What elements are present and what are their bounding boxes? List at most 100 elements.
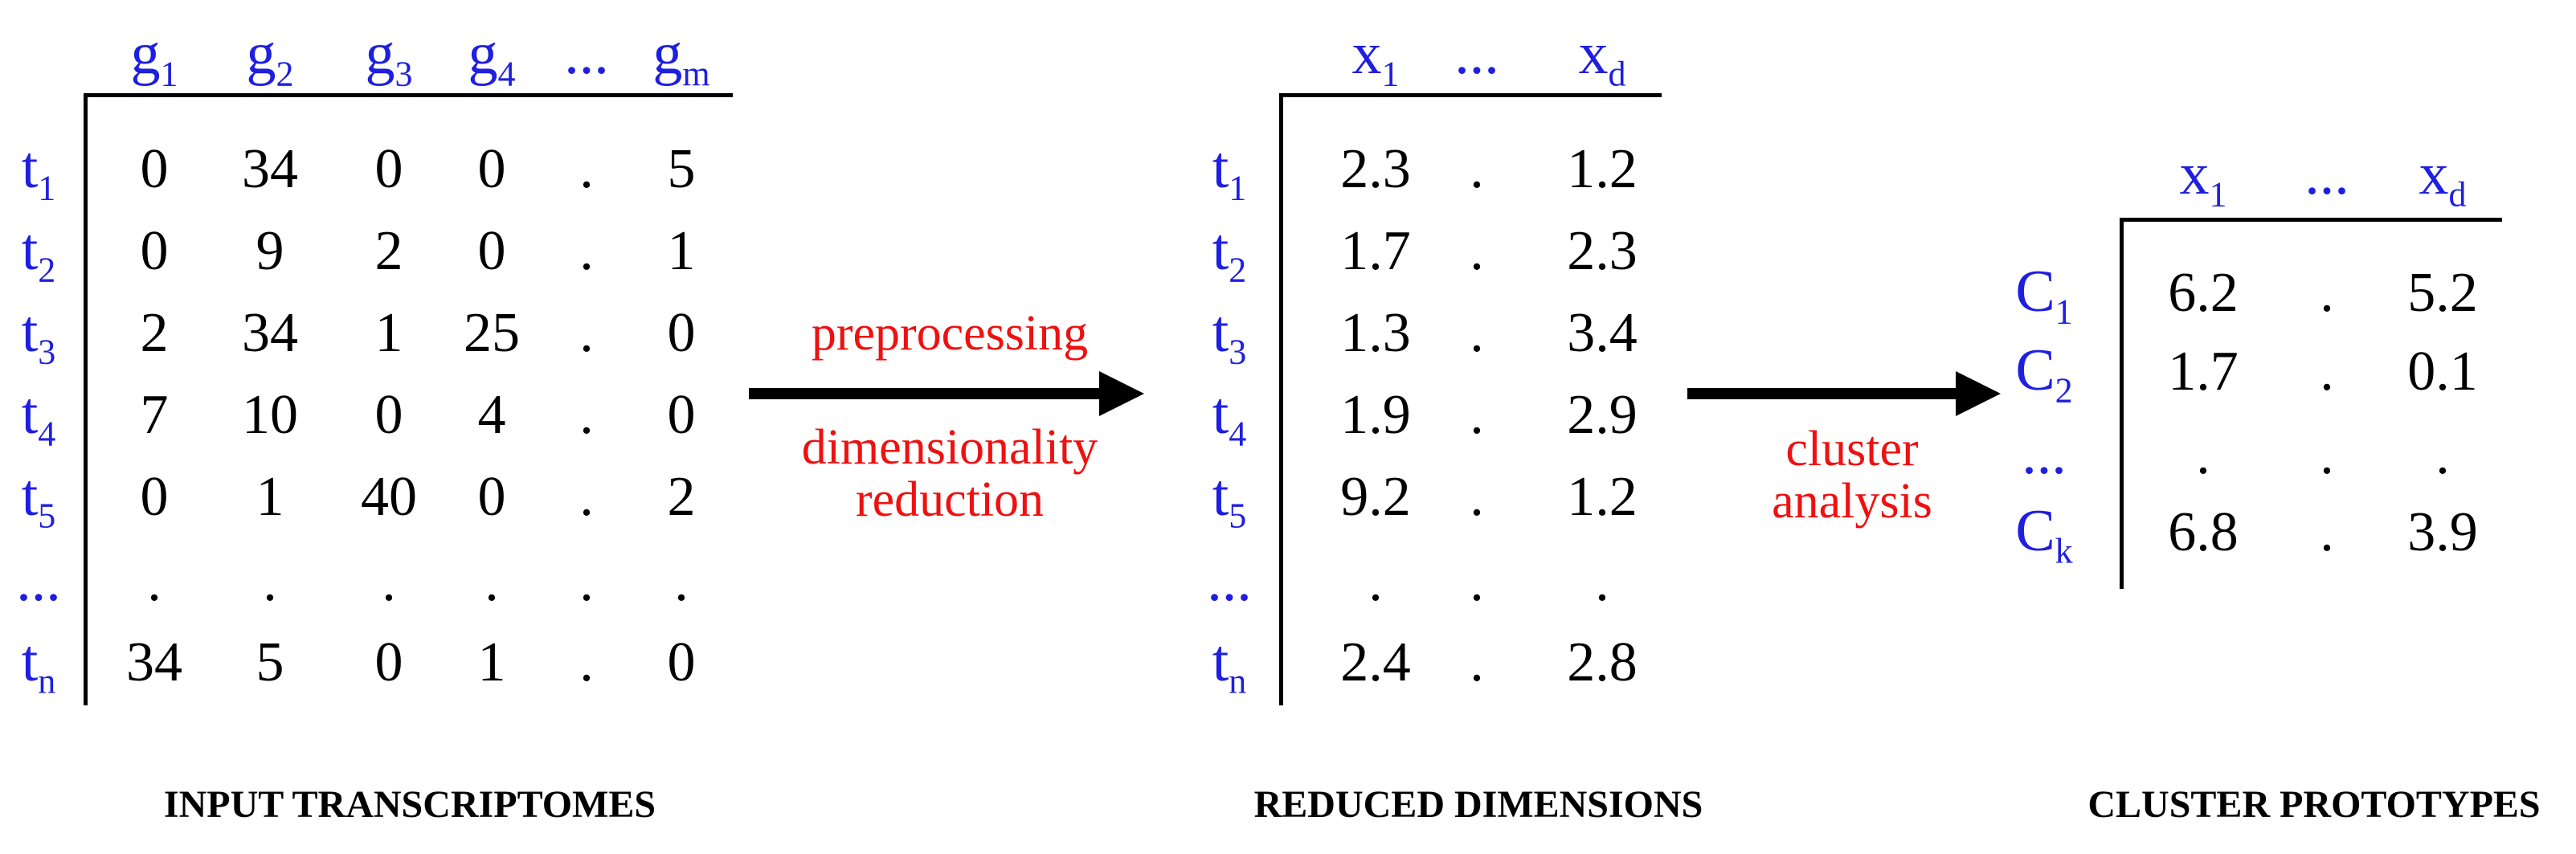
matrix_reduced-row-label-0-base: t: [1212, 135, 1229, 201]
matrix_reduced-row-label-1-base: t: [1212, 217, 1229, 283]
reduced-matrix-vertical-rule: [1279, 95, 1283, 705]
input-matrix-vertical-rule: [84, 95, 88, 705]
matrix_input-cell: 0: [667, 302, 696, 364]
matrix_clusters-row-label-0-sub: 1: [2055, 292, 2073, 332]
matrix_input-cell: 0: [140, 138, 169, 200]
matrix_input-col-header-2-base: g: [365, 21, 395, 87]
matrix_input-cell: .: [579, 302, 594, 364]
matrix_input-col-header-0-base: g: [130, 21, 161, 87]
matrix_input-col-header-1-sub: 2: [276, 54, 294, 94]
matrix_input-cell: .: [147, 551, 162, 613]
matrix_reduced-row-label-4-base: t: [1212, 463, 1229, 529]
matrix_input-row-label-0: t1: [22, 138, 56, 206]
matrix_input-col-header-3: g4: [468, 21, 516, 92]
matrix_input-cell: 9: [256, 220, 284, 282]
matrix_clusters-cell: 5.2: [2407, 262, 2478, 324]
matrix_input-col-header-4: ...: [564, 24, 609, 84]
matrix_input-row-label-4-base: t: [21, 463, 39, 529]
matrix_input-row-label-3-sub: 4: [38, 414, 56, 454]
matrix_reduced-row-label-0: t1: [1212, 135, 1247, 206]
reduced-matrix-horizontal-rule: [1279, 93, 1662, 97]
dimensionality-reduction-label: dimensionality reduction: [802, 421, 1098, 528]
matrix_reduced-col-header-2-sub: d: [1608, 54, 1626, 94]
matrix_clusters-row-label-3-sub: k: [2055, 531, 2073, 571]
matrix_reduced-cell: .: [1368, 551, 1383, 613]
matrix_clusters-col-header-2-sub: d: [2448, 174, 2467, 215]
matrix_reduced-cell: .: [1470, 302, 1484, 364]
matrix_reduced-cell: 2.8: [1567, 631, 1638, 693]
matrix_input-col-header-0-sub: 1: [160, 54, 178, 94]
cluster-label: cluster: [1785, 422, 1919, 476]
matrix_clusters-cell: 3.9: [2407, 501, 2478, 563]
matrix_input-row-label-1: t2: [22, 220, 56, 288]
matrix_reduced-row-label-3-sub: 4: [1229, 414, 1247, 454]
matrix_input-cell: .: [382, 551, 396, 613]
input-matrix-horizontal-rule: [84, 93, 733, 97]
matrix_input-cell: 1: [667, 220, 696, 282]
matrix_reduced-row-label-4-sub: 5: [1229, 496, 1247, 536]
matrix_reduced-row-label-1: t2: [1212, 217, 1247, 288]
cluster-prototypes-caption: CLUSTER PROTOTYPES: [2087, 783, 2541, 826]
matrix_clusters-row-label-1: C2: [2015, 341, 2072, 408]
cluster-matrix-horizontal-rule: [2120, 218, 2502, 222]
matrix_input-cell: 7: [140, 384, 169, 446]
matrix_input-col-header-5: gm: [652, 21, 709, 92]
matrix_clusters-row-label-2-base: ...: [2022, 421, 2067, 487]
matrix_input-cell: 0: [374, 631, 403, 693]
matrix_clusters-col-header-2-base: x: [2419, 141, 2449, 207]
matrix_input-row-label-2: t3: [21, 299, 56, 370]
cluster-matrix-vertical-rule: [2120, 219, 2124, 589]
matrix_reduced-cell: 3.4: [1567, 302, 1638, 364]
matrix_input-col-header-3-sub: 4: [497, 54, 516, 94]
matrix_reduced-cell: 1.9: [1340, 384, 1411, 446]
matrix_input-cell: 0: [477, 466, 506, 528]
matrix_input-cell: .: [579, 466, 594, 528]
cluster-analysis-arrow: [1687, 371, 2001, 416]
matrix_reduced-cell: 1.3: [1340, 302, 1411, 364]
matrix_input-row-label-0-sub: 1: [38, 168, 56, 208]
matrix_clusters-cell: .: [2435, 424, 2450, 486]
matrix_reduced-col-header-1: ...: [1454, 24, 1499, 84]
matrix_reduced-cell: 1.2: [1567, 138, 1638, 200]
matrix_reduced-cell: .: [1470, 631, 1484, 693]
matrix_input-row-label-2-base: t: [21, 299, 39, 365]
matrix_input-col-header-3-base: g: [468, 21, 498, 87]
matrix_input-cell: .: [485, 551, 499, 613]
matrix_input-cell: .: [674, 551, 689, 613]
matrix_reduced-row-label-6: tn: [1212, 631, 1247, 699]
matrix_clusters-row-label-3-base: C: [2015, 498, 2055, 564]
matrix_input-cell: 0: [477, 138, 506, 200]
matrix_clusters-col-header-0: x1: [2180, 145, 2227, 212]
matrix_input-cell: 2: [140, 302, 169, 364]
matrix_clusters-row-label-1-sub: 2: [2055, 370, 2073, 411]
matrix_reduced-cell: 1.2: [1567, 466, 1638, 528]
matrix_input-cell: 5: [256, 631, 284, 693]
matrix_input-cell: 10: [242, 384, 298, 446]
matrix_input-row-label-3: t4: [22, 384, 56, 452]
matrix_reduced-cell: 9.2: [1340, 466, 1411, 528]
matrix_reduced-cell: .: [1470, 551, 1484, 613]
matrix_reduced-row-label-6-sub: n: [1229, 661, 1247, 701]
matrix_input-cell: 0: [477, 220, 506, 282]
reduction-label: reduction: [855, 472, 1045, 528]
matrix_input-row-label-4: t5: [22, 466, 56, 533]
matrix_input-row-label-5-base: ...: [16, 548, 61, 614]
matrix_reduced-cell: .: [1470, 220, 1484, 282]
matrix_reduced-col-header-0-base: x: [1351, 21, 1382, 87]
matrix_clusters-col-header-2: xd: [2419, 145, 2467, 212]
input-transcriptomes-caption: INPUT TRANSCRIPTOMES: [163, 783, 656, 826]
matrix_input-cell: 0: [140, 466, 169, 528]
matrix_input-cell: 0: [140, 220, 169, 282]
matrix_input-cell: 34: [242, 138, 298, 200]
matrix_input-cell: 25: [464, 302, 520, 364]
preprocessing-label: preprocessing: [811, 306, 1089, 361]
matrix_input-cell: 34: [242, 302, 298, 364]
matrix_input-cell: .: [579, 138, 594, 200]
matrix_input-cell: .: [579, 631, 594, 693]
matrix_reduced-cell: 2.3: [1340, 138, 1411, 200]
matrix_input-cell: 34: [126, 631, 182, 693]
matrix_input-col-header-5-base: g: [652, 21, 683, 87]
matrix_clusters-cell: .: [2320, 341, 2334, 402]
matrix_input-cell: 40: [361, 466, 417, 528]
matrix_reduced-row-label-0-sub: 1: [1229, 168, 1247, 208]
